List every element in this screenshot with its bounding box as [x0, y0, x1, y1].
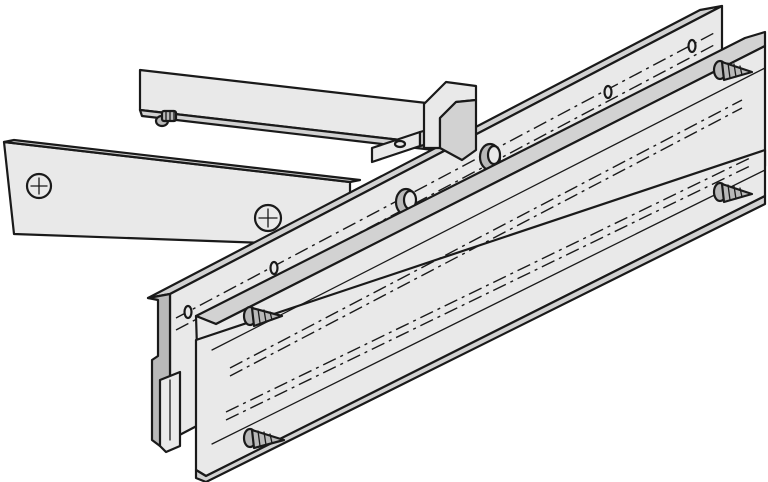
lower-mounting-bracket — [2, 138, 362, 248]
threaded-stud — [154, 109, 178, 128]
phillips-screw — [25, 172, 53, 200]
wood-screw — [242, 305, 284, 328]
wood-screw — [712, 59, 754, 82]
bracket-clip — [370, 80, 478, 164]
front-rail — [194, 30, 767, 482]
wood-screw — [712, 181, 754, 204]
phillips-screw — [253, 203, 283, 233]
wood-screw — [242, 427, 286, 450]
